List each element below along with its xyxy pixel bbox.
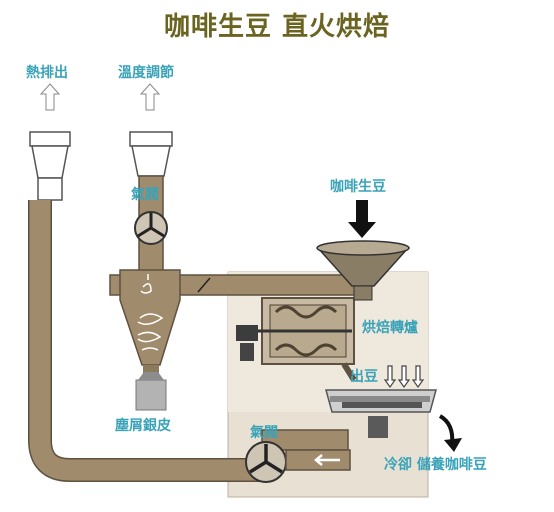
chaff-bin — [135, 379, 167, 411]
label-chaff-skin: 塵屑銀皮 — [115, 418, 171, 434]
up-arrow-left — [39, 83, 61, 111]
label-damper-top: 氣閥 — [131, 187, 159, 203]
label-temperature-adjust: 溫度調節 — [118, 65, 174, 81]
roasting-drum — [236, 297, 355, 365]
label-green-beans: 咖啡生豆 — [330, 179, 386, 195]
label-bean-out: 出豆 — [350, 369, 378, 385]
label-heat-exhaust: 熱排出 — [26, 65, 68, 81]
bean-feed-arrow — [348, 200, 376, 238]
up-arrow-right — [139, 83, 161, 111]
exhaust-chimney-left — [29, 131, 71, 201]
cooling-tray — [325, 389, 437, 438]
bean-hopper — [316, 240, 410, 301]
label-damper-bottom: 氣閥 — [250, 425, 278, 441]
cyclone-separator — [119, 269, 181, 411]
label-cool-store: 冷卻 儲養咖啡豆 — [384, 457, 487, 473]
down-arrows — [383, 365, 425, 389]
flow-arrow — [314, 454, 340, 466]
exhaust-chimney-right — [129, 131, 173, 177]
diagram-title: 咖啡生豆 直火烘焙 — [163, 12, 391, 42]
label-roasting-drum: 烘焙轉爐 — [362, 320, 418, 336]
